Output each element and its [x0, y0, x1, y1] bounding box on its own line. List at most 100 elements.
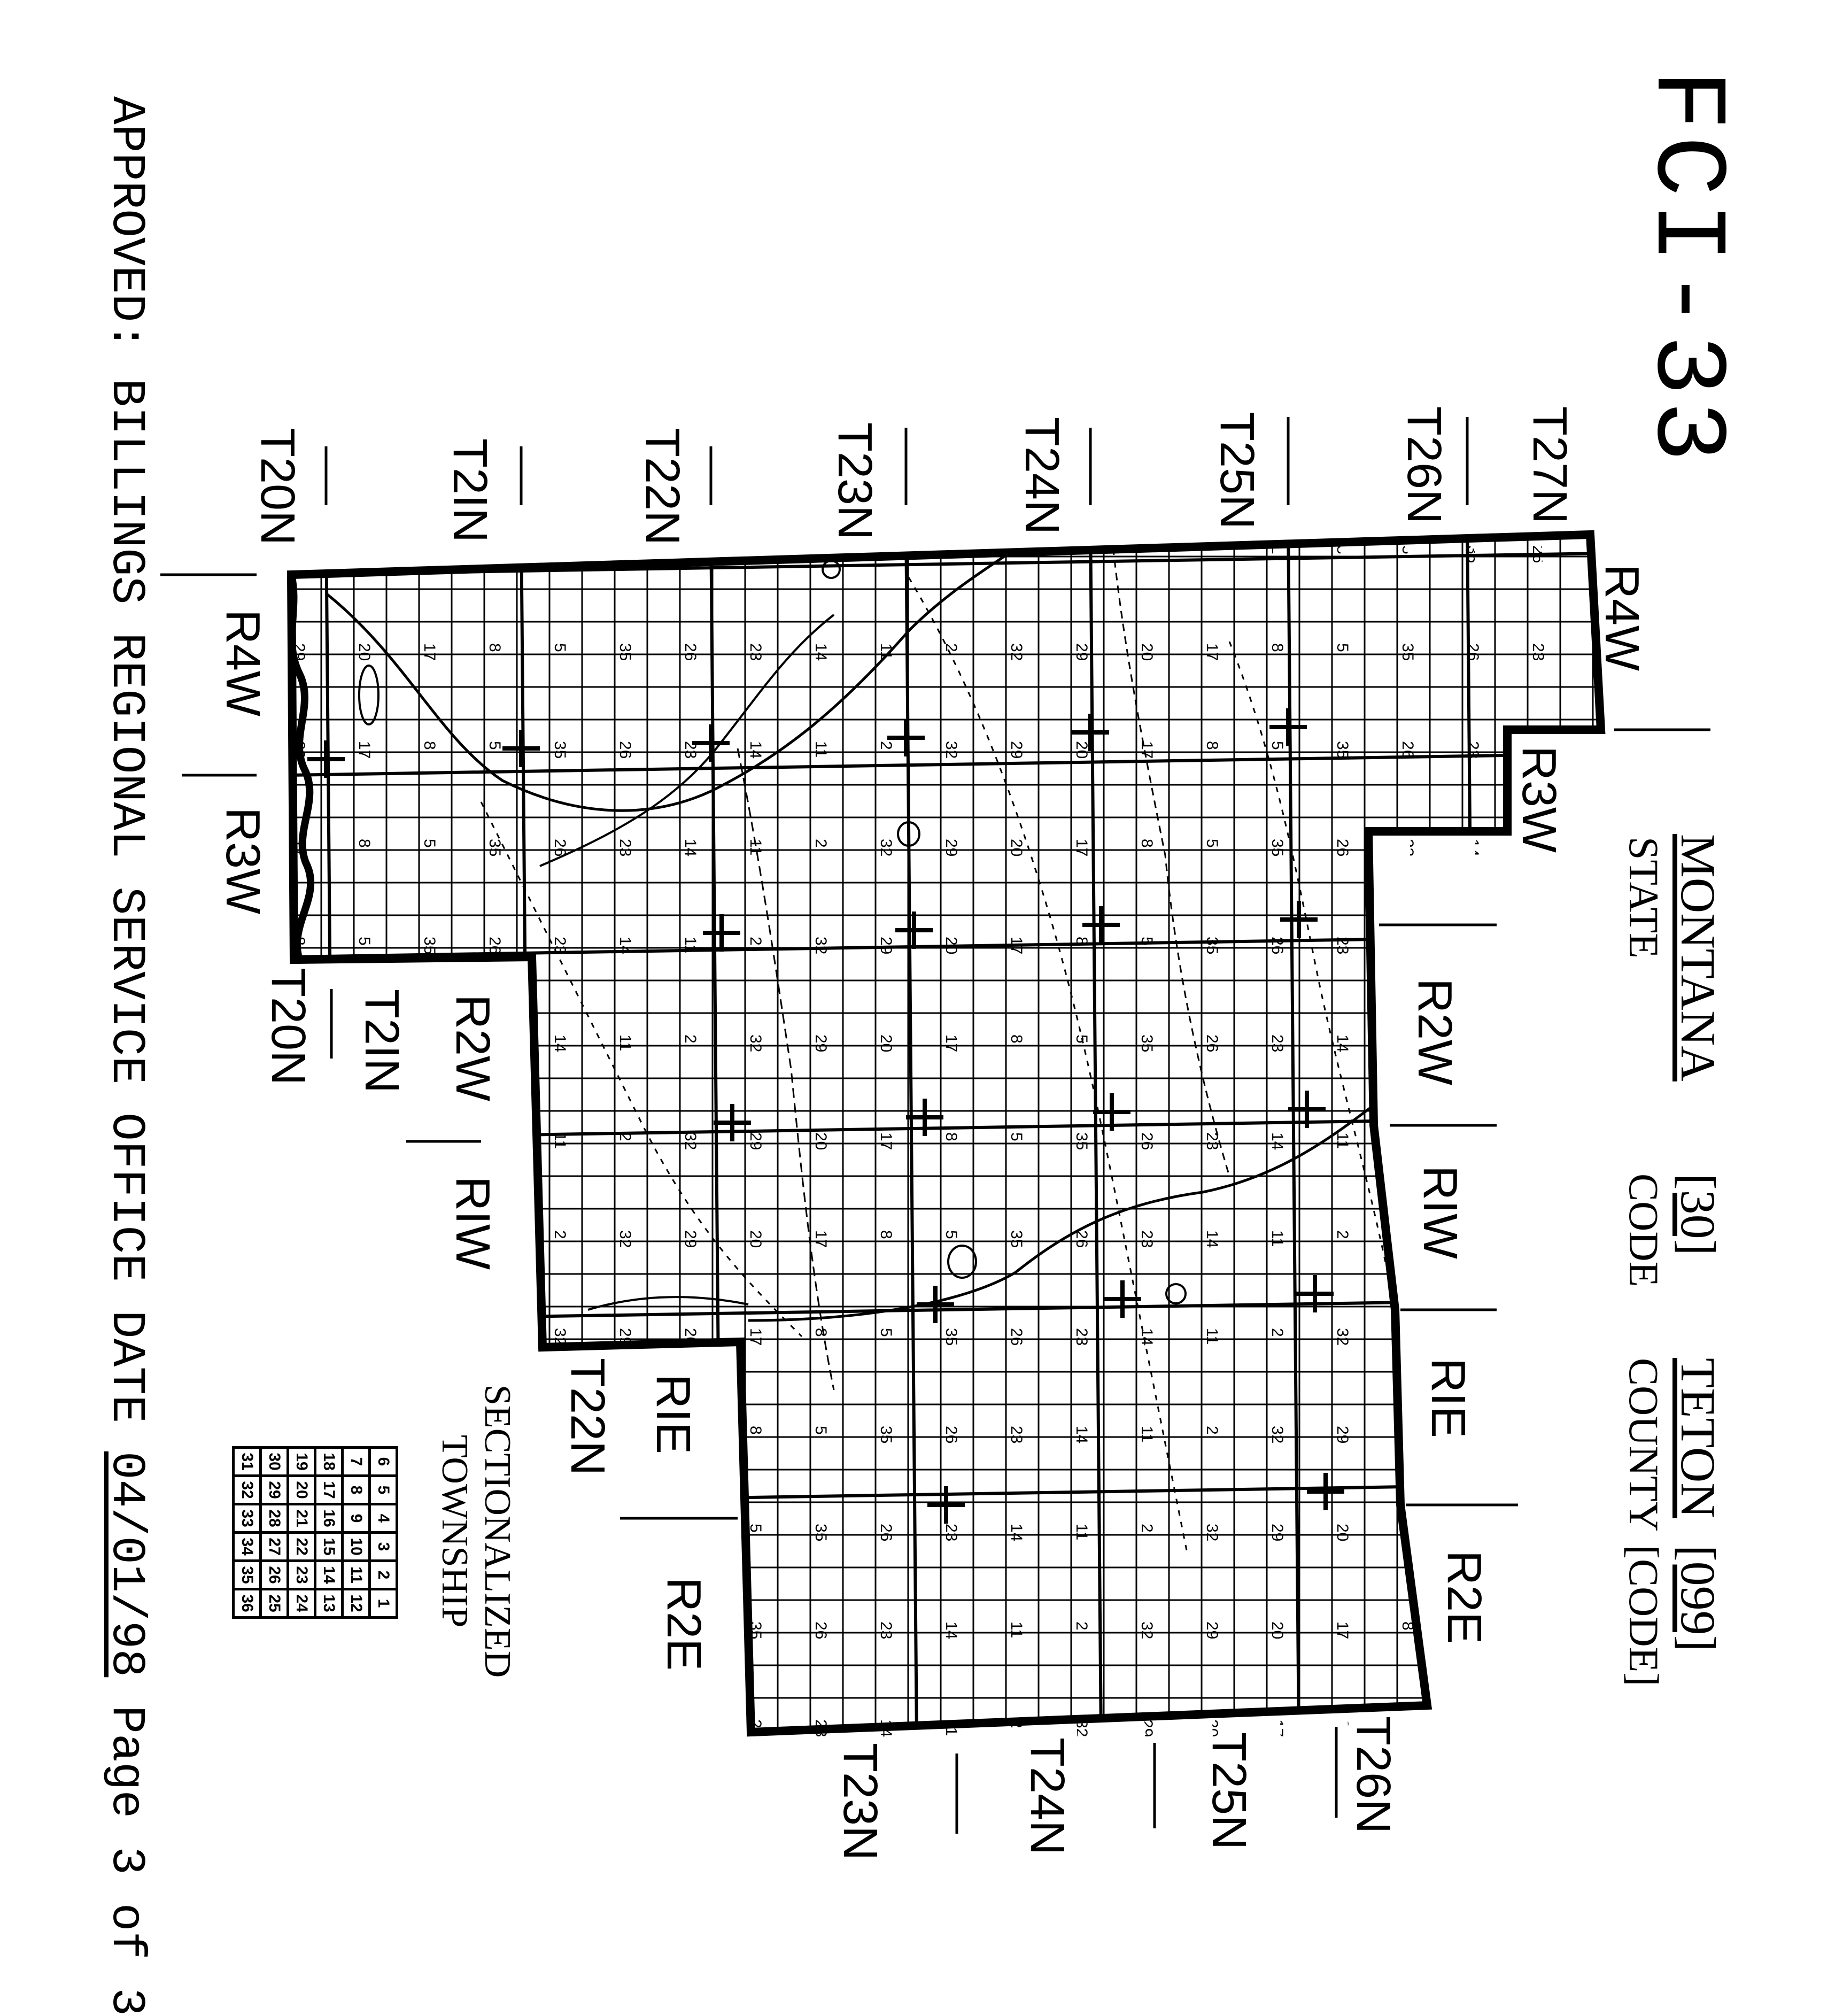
- section-number: 26: [877, 1524, 895, 1541]
- section-number: 2: [1008, 1719, 1025, 1728]
- section-number: 11: [682, 937, 699, 953]
- river-boundary-west: [288, 574, 315, 961]
- section-number: 32: [290, 1719, 308, 1737]
- section-number: 2: [942, 643, 960, 652]
- section-number: 26: [682, 643, 699, 661]
- section-number: 26: [486, 937, 504, 954]
- township-label-top: T23N: [828, 422, 881, 540]
- township-center-cross: [895, 912, 933, 949]
- township-label-top: T25N: [1210, 412, 1264, 530]
- section-number: 35: [747, 1621, 764, 1639]
- county-map: 3229201785352623141123229201785352623141…: [160, 417, 1710, 1834]
- section-number: 29: [747, 1132, 764, 1150]
- section-number: 14: [877, 1719, 895, 1737]
- section-number: 8: [290, 937, 308, 946]
- section-number: 35: [551, 741, 569, 759]
- township-label-bottom: T20N: [261, 968, 315, 1086]
- township-center-cross: [887, 719, 925, 756]
- legend-cell: 28: [260, 1504, 288, 1533]
- section-number: 29: [355, 545, 373, 563]
- section-number: 35: [682, 1719, 699, 1737]
- range-label-east: RIE: [1421, 1358, 1475, 1439]
- legend-cell: 5: [369, 1476, 397, 1504]
- section-number: 11: [877, 643, 895, 660]
- township-label-bottom: T22N: [561, 1358, 614, 1476]
- township-center-cross: [703, 914, 740, 952]
- township-center-cross: [1104, 1280, 1141, 1318]
- section-number: 20: [1464, 1328, 1482, 1346]
- section-number: 29: [942, 839, 960, 856]
- township-center-cross: [1288, 1091, 1326, 1128]
- section-number: 2: [1268, 1328, 1286, 1337]
- range-label-east: R3W: [1512, 746, 1566, 853]
- section-number: 26: [355, 1132, 373, 1150]
- section-number: 29: [616, 1328, 634, 1346]
- county-boundary: [286, 530, 1606, 1737]
- section-number: 17: [1334, 1621, 1351, 1639]
- section-number: 17: [1203, 643, 1221, 661]
- section-number: 8: [1268, 643, 1286, 652]
- section-number: 35: [877, 1426, 895, 1443]
- section-number: 11: [1334, 1132, 1351, 1149]
- section-number: 8: [355, 839, 373, 848]
- section-number: 5: [355, 937, 373, 946]
- section-number: 20: [290, 741, 308, 759]
- section-number: 23: [942, 1524, 960, 1541]
- section-number: 32: [290, 545, 308, 563]
- section-number: 29: [682, 1230, 699, 1248]
- section-number: 26: [1594, 1621, 1612, 1639]
- legend-cell: 4: [369, 1504, 397, 1533]
- approval-date: 04/01/98: [99, 1451, 152, 1678]
- legend-cell: 30: [260, 1447, 288, 1476]
- section-number: 8: [682, 1524, 699, 1533]
- section-number: 5: [1203, 839, 1221, 848]
- legend-cell: 36: [233, 1589, 261, 1618]
- section-number: 8: [1073, 937, 1090, 946]
- legend-cell: 27: [260, 1532, 288, 1561]
- section-number: 20: [682, 1328, 699, 1346]
- section-number: 5: [1334, 643, 1351, 652]
- section-number: 35: [1073, 1132, 1090, 1150]
- section-number: 2: [682, 1034, 699, 1044]
- section-number: 14: [1464, 839, 1482, 856]
- boundary-tick-lines: [160, 417, 1710, 1834]
- section-number: 14: [616, 937, 634, 954]
- section-number: 23: [812, 1719, 830, 1737]
- township-center-cross: [1296, 1275, 1334, 1312]
- section-number: 14: [1203, 1230, 1221, 1248]
- county-name: TETON: [1671, 1358, 1725, 1518]
- section-number: 35: [486, 839, 504, 856]
- section-number: 14: [551, 1034, 569, 1052]
- range-label-south: RIE: [646, 1374, 700, 1455]
- legend-cell: 33: [233, 1504, 261, 1533]
- section-number: 35: [1529, 1621, 1547, 1639]
- section-number: 2: [486, 1328, 504, 1337]
- legend-cell: 22: [288, 1532, 315, 1561]
- section-number: 35: [290, 1132, 308, 1150]
- legend-cell: 31: [233, 1447, 261, 1476]
- section-number: 32: [1138, 1621, 1156, 1639]
- section-number: 11: [942, 1719, 960, 1736]
- section-number: 26: [290, 1230, 308, 1248]
- section-number: 32: [355, 1621, 373, 1639]
- section-number: 35: [1268, 839, 1286, 856]
- legend-cell: 34: [233, 1532, 261, 1561]
- section-number: 26: [1529, 1719, 1547, 1737]
- legend-cell: 12: [342, 1589, 370, 1618]
- section-number: 23: [1268, 1034, 1286, 1052]
- section-number: 26: [1399, 741, 1416, 759]
- section-number: 5: [1268, 741, 1286, 750]
- section-number: 11: [1203, 1328, 1221, 1345]
- section-number: 5: [616, 1719, 634, 1728]
- section-number: 29: [812, 1034, 830, 1052]
- section-number: 5: [747, 1524, 764, 1533]
- township-center-cross: [917, 1286, 954, 1323]
- section-number: 5: [1594, 1426, 1612, 1435]
- section-number: 26: [1334, 839, 1351, 856]
- state-code-caption: CODE: [1621, 1173, 1667, 1287]
- section-number: 5: [877, 1328, 895, 1337]
- section-number: 8: [551, 1719, 569, 1728]
- section-number: 17: [355, 741, 373, 759]
